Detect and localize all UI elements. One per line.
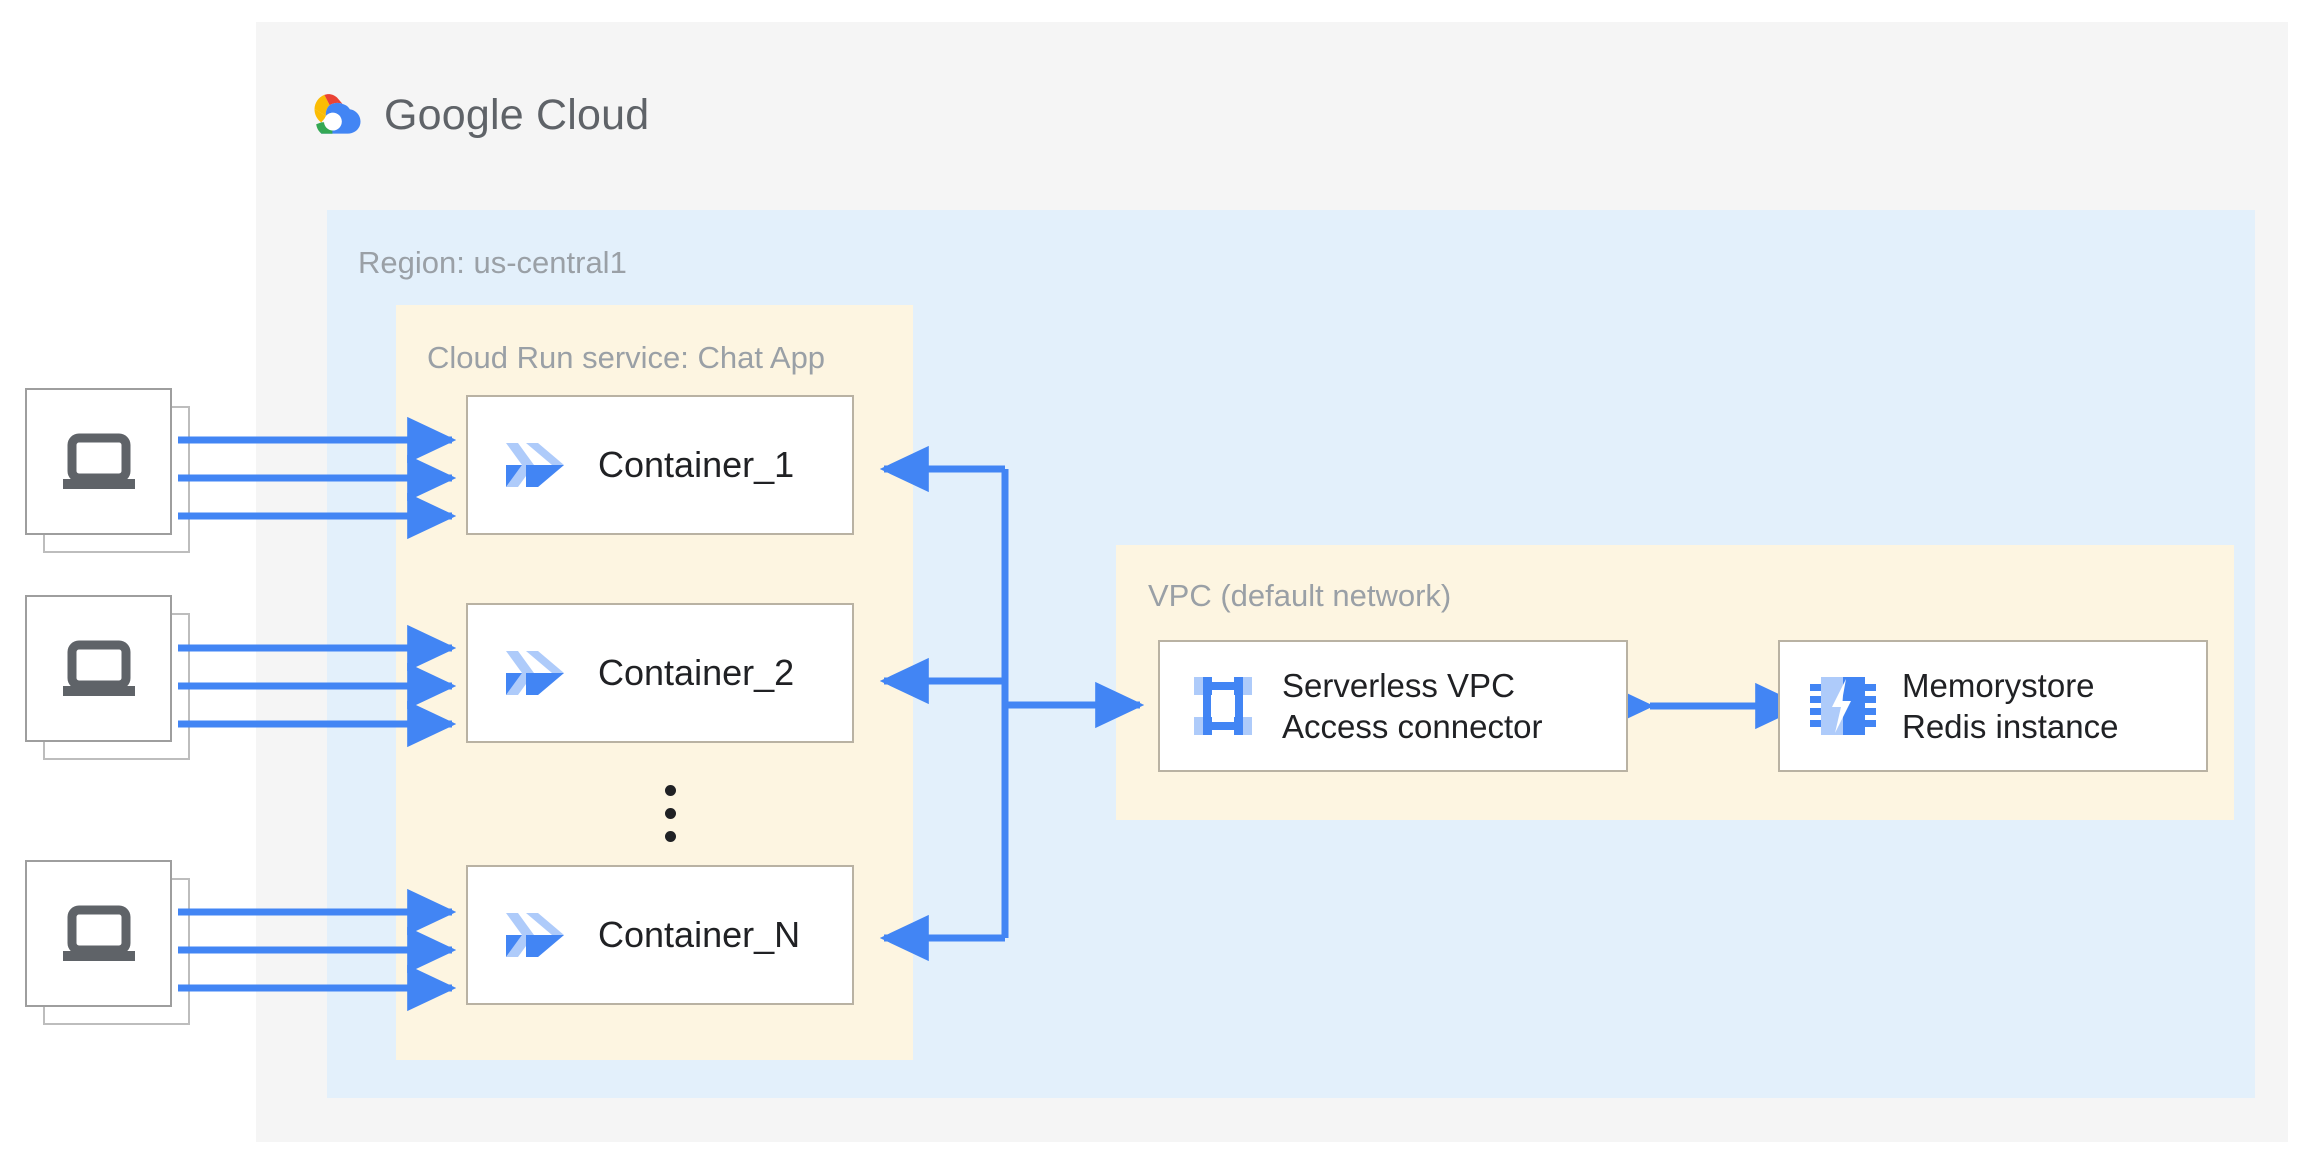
logo-text: Google Cloud [384,91,649,140]
google-cloud-logo-icon [314,94,361,134]
logo-text-google: Google [384,90,524,139]
laptop-icon [62,640,135,696]
vpc-label: VPC (default network) [1148,578,1452,613]
memorystore-redis-icon [1810,677,1876,735]
google-cloud-logo: Google Cloud [304,90,649,140]
logo-text-cloud: Cloud [536,90,650,139]
cloud-run-icon [506,443,564,487]
cloud-run-icon [506,913,564,957]
cloud-run-icon [506,651,564,695]
vpc-node-label-line1: Serverless VPC [1282,666,1515,704]
memorystore-redis-label: Memorystore Redis instance [1902,665,2118,748]
redis-label-line2: Redis instance [1902,708,2119,745]
vertical-ellipsis-icon [665,785,676,842]
cloud-run-service-label: Cloud Run service: Chat App [427,340,826,375]
container-node-1[interactable]: Container_1 [466,395,854,535]
serverless-vpc-access-connector-icon [1194,677,1252,735]
client-stack[interactable] [25,388,190,553]
serverless-vpc-access-connector-label: Serverless VPC Access connector [1282,665,1542,748]
client-card-front [25,595,172,742]
redis-label-line1: Memorystore [1902,666,2095,704]
container-label: Container_1 [598,444,795,485]
client-stack[interactable] [25,860,190,1025]
serverless-vpc-access-connector-node[interactable]: Serverless VPC Access connector [1158,640,1628,772]
laptop-icon [62,433,135,489]
vpc-node-label-line2: Access connector [1282,708,1543,745]
container-label: Container_2 [598,652,795,693]
client-card-front [25,860,172,1007]
client-card-front [25,388,172,535]
container-node-2[interactable]: Container_2 [466,603,854,743]
laptop-icon [62,905,135,961]
region-label: Region: us-central1 [358,245,627,280]
client-stack[interactable] [25,595,190,760]
memorystore-redis-node[interactable]: Memorystore Redis instance [1778,640,2208,772]
container-node-n[interactable]: Container_N [466,865,854,1005]
container-label: Container_N [598,914,801,955]
